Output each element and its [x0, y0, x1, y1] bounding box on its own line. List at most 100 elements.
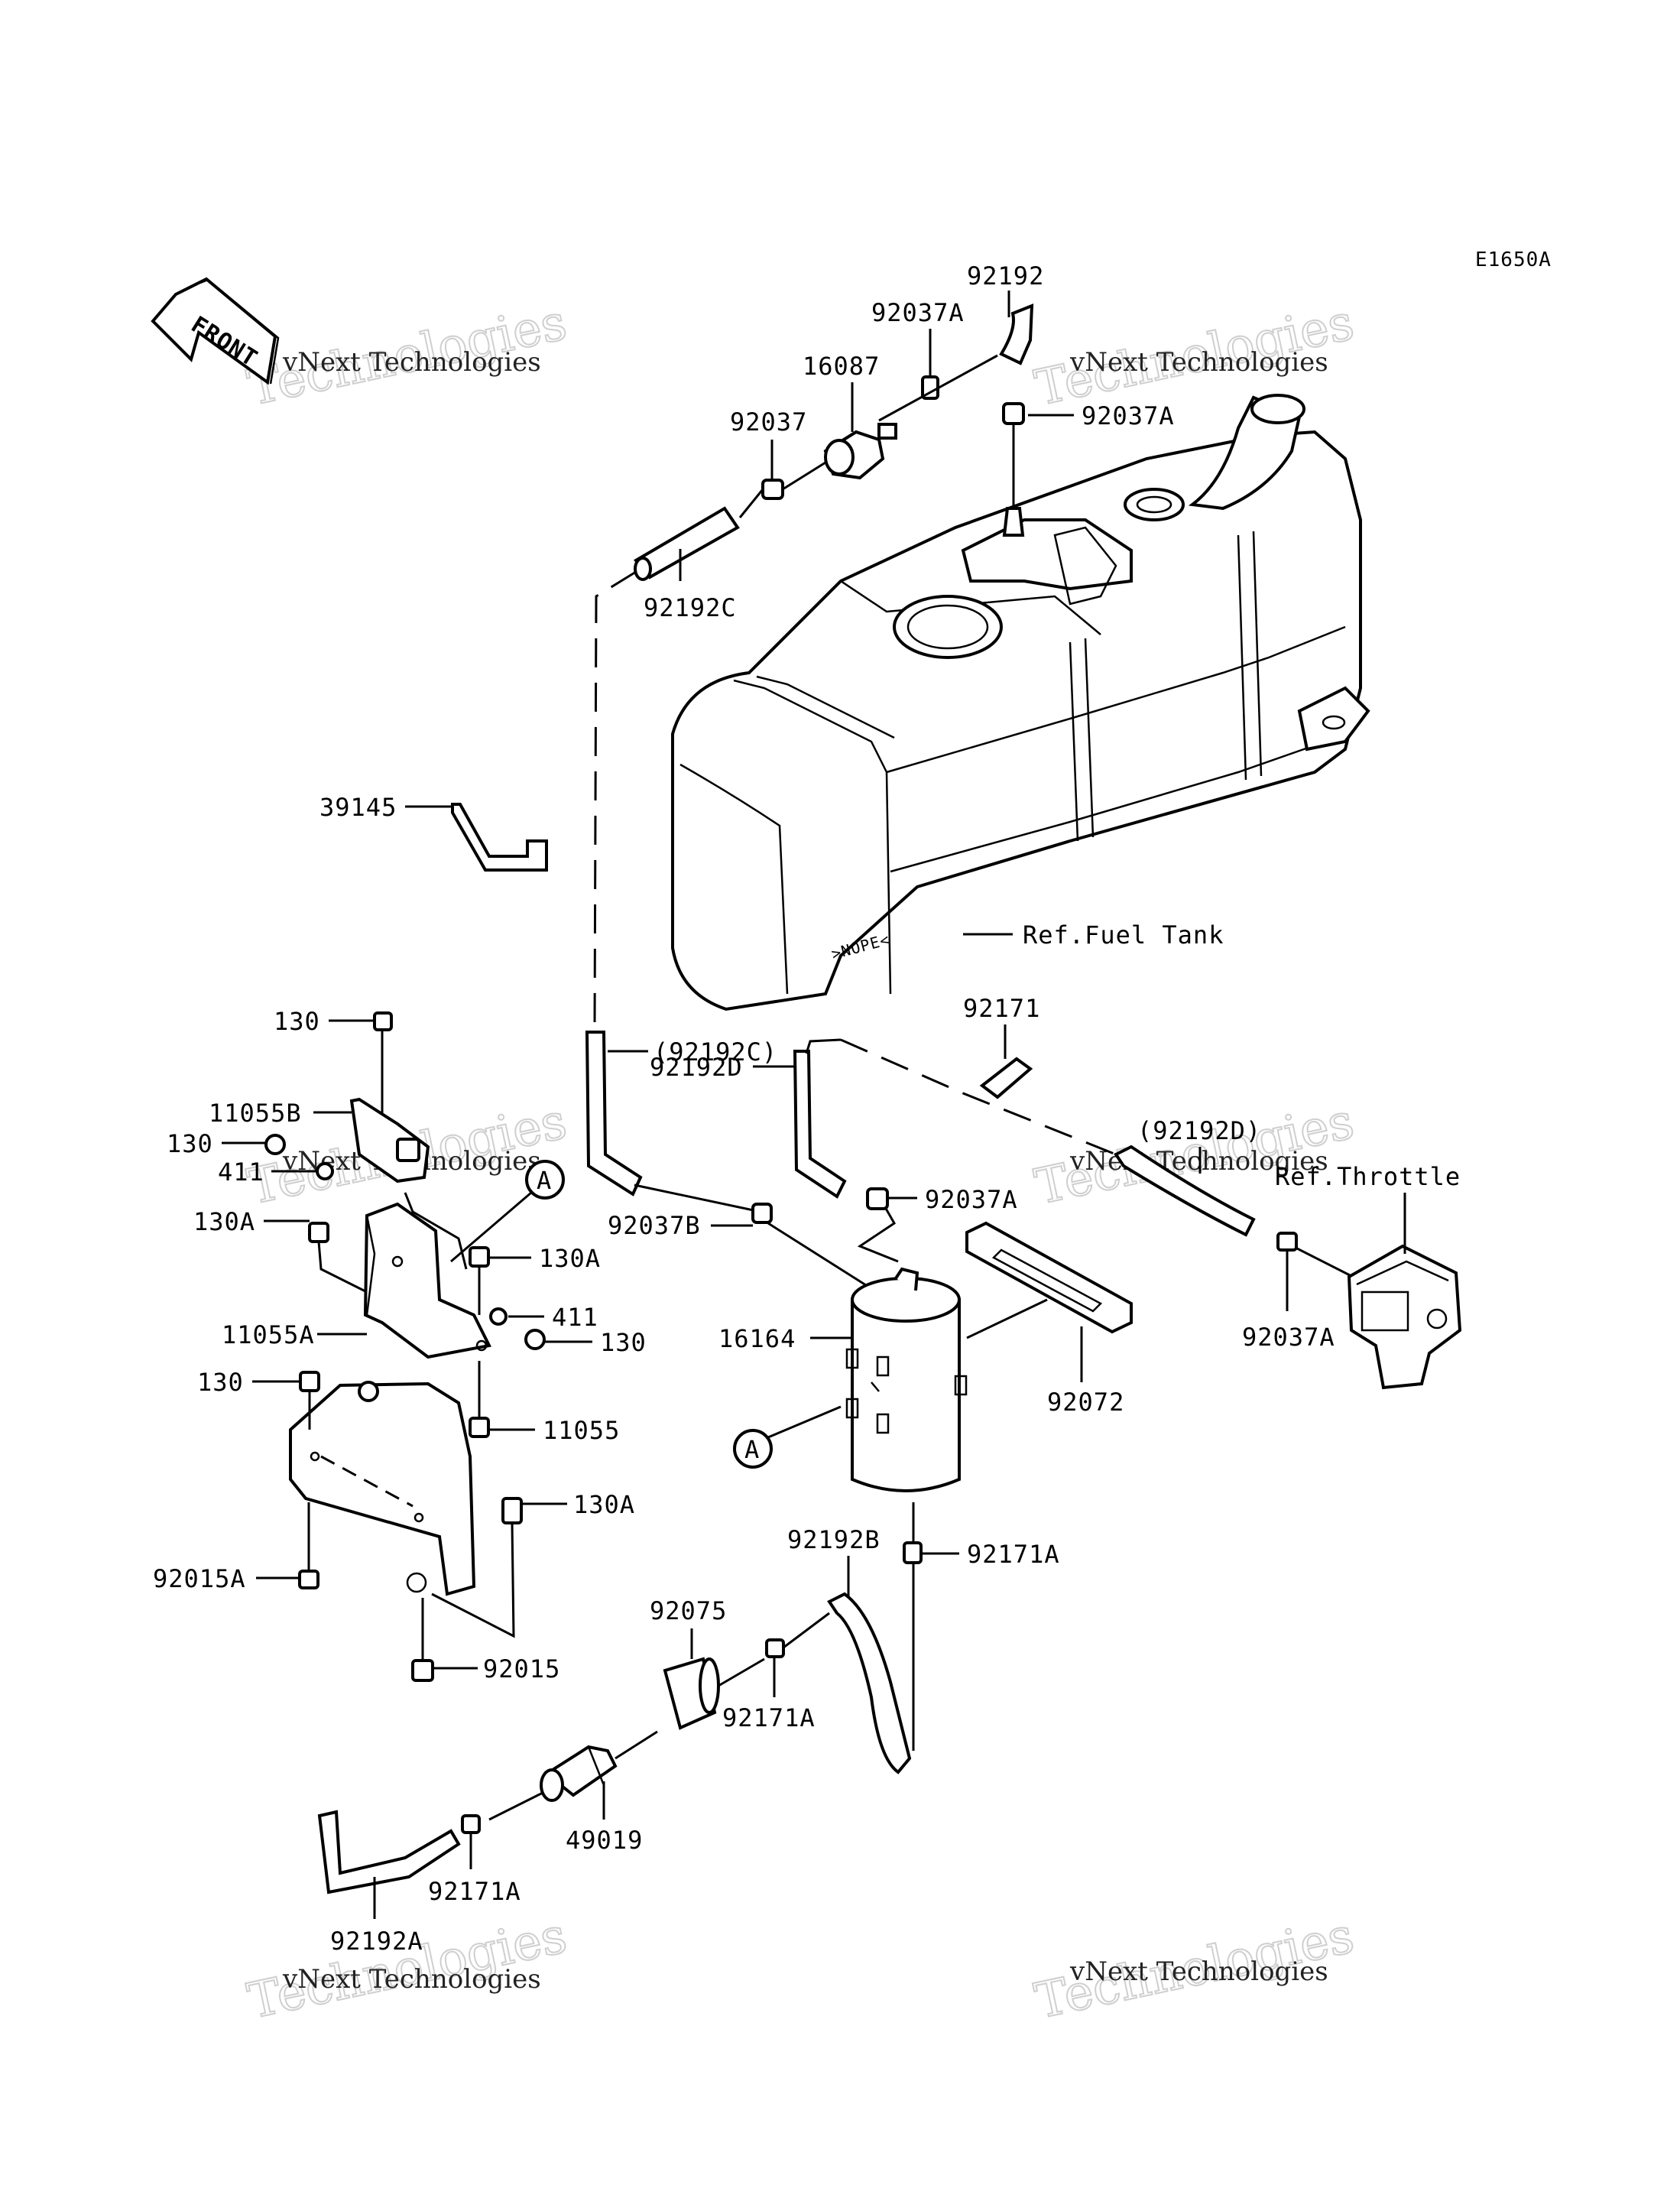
ref-fuel-tank-label: Ref.Fuel Tank	[1023, 920, 1224, 950]
line-to-canister	[767, 1222, 884, 1297]
line-to-92037B	[634, 1183, 761, 1213]
line-canister-bracket	[966, 1298, 1048, 1339]
label-16164: 16164	[718, 1324, 796, 1353]
bracket-92072	[965, 1221, 1133, 1334]
line-hose-top	[805, 1038, 842, 1054]
line-filter-clamp	[718, 1657, 765, 1687]
front-arrow-icon: FRONT	[151, 277, 280, 385]
line-130A-lower	[431, 1522, 515, 1638]
label-130-right: 130	[600, 1328, 647, 1357]
label-92037: 92037	[730, 407, 807, 437]
label-92037A-throttle: 92037A	[1242, 1323, 1335, 1352]
callout-a-lower-letter: A	[744, 1435, 760, 1464]
bolt-130A-lower	[501, 1497, 523, 1524]
label-411-right: 411	[552, 1303, 598, 1332]
clamp-92037	[761, 479, 784, 500]
hose-92192D	[793, 1050, 847, 1199]
clip-92171	[979, 1057, 1033, 1099]
label-92192D: 92192D	[650, 1053, 743, 1082]
hose-92192A	[317, 1810, 461, 1894]
clamp-92171A-mid	[765, 1638, 785, 1658]
ref-throttle-label: Ref.Throttle	[1275, 1162, 1461, 1191]
dash-vent-line	[593, 570, 637, 1025]
bolt-130A-right	[469, 1246, 490, 1268]
watermark-small-text: vNext Technologies	[1069, 347, 1328, 378]
label-411-left: 411	[218, 1157, 264, 1187]
label-92037A-right: 92037A	[1082, 401, 1175, 430]
label-130A-right: 130A	[539, 1244, 601, 1273]
watermark-small-text: vNext Technologies	[282, 1964, 541, 1995]
line-hose-clamp	[738, 489, 764, 518]
throttle-body	[1347, 1244, 1462, 1390]
bracket-11055A	[363, 1202, 491, 1359]
label-130-lower: 130	[197, 1368, 244, 1397]
bolt-130-right	[524, 1329, 546, 1350]
line-clamp-canister	[857, 1196, 899, 1263]
hose-92192B	[827, 1592, 912, 1774]
line-clamp-valve	[782, 461, 826, 491]
watermark-small-text: vNext Technologies	[1069, 1146, 1328, 1177]
clamp-92037A-mid	[866, 1187, 889, 1210]
hose-92192D-throttle	[1114, 1144, 1256, 1237]
dash-throttle-line	[840, 1038, 1193, 1194]
label-92171A-right: 92171A	[967, 1540, 1060, 1569]
tank-fitting	[1002, 507, 1025, 537]
bolt-130-top	[373, 1011, 393, 1031]
clamp-92171A-right	[903, 1541, 923, 1564]
label-130-left: 130	[167, 1129, 213, 1158]
nut-92015A	[298, 1570, 319, 1589]
label-92192D-paren: (92192D)	[1137, 1116, 1261, 1145]
nut-92015	[411, 1659, 434, 1682]
line-top-hose	[878, 354, 998, 422]
label-11055: 11055	[543, 1416, 620, 1445]
watermark-small-text: vNext Technologies	[282, 347, 541, 378]
filter-92075	[663, 1657, 720, 1730]
hose-92192	[999, 303, 1034, 365]
line-130A-left	[317, 1241, 368, 1294]
clamp-92037A-right	[1002, 402, 1025, 425]
fuel-filter-49019	[540, 1745, 618, 1802]
bolt-130-left	[264, 1134, 286, 1155]
label-92192C-paren: (92192C)	[654, 1037, 777, 1067]
fuel-tank: >NOPE<	[671, 394, 1370, 1011]
watermark-top-left: Technologies vNext Technologies	[242, 294, 572, 417]
label-92015A: 92015A	[153, 1564, 246, 1593]
label-92192: 92192	[967, 261, 1044, 291]
label-11055B: 11055B	[209, 1099, 302, 1128]
label-92192A: 92192A	[330, 1927, 423, 1956]
label-39145: 39145	[319, 793, 397, 822]
label-92015: 92015	[483, 1654, 560, 1683]
label-92037B: 92037B	[608, 1211, 701, 1240]
clamp-92037B	[751, 1203, 773, 1224]
label-92075: 92075	[650, 1596, 727, 1625]
label-92171A-bottom: 92171A	[428, 1877, 521, 1906]
line-clamp-throttle	[1295, 1246, 1354, 1278]
clamp-92037A-throttle	[1276, 1232, 1298, 1252]
line-filter-49019	[615, 1730, 658, 1760]
label-92171: 92171	[963, 994, 1040, 1023]
label-92037A-top: 92037A	[871, 298, 965, 327]
watermark-top-right: Technologies vNext Technologies	[1030, 294, 1360, 417]
line-clamp-hose	[783, 1612, 830, 1649]
diagram-code: E1650A	[1475, 248, 1552, 271]
line-bracket-link	[404, 1192, 468, 1270]
washer-411-right	[489, 1307, 508, 1326]
hose-92192C-lower	[585, 1031, 643, 1196]
label-92037A-mid: 92037A	[925, 1185, 1018, 1214]
label-49019: 49019	[566, 1826, 643, 1855]
strap-39145	[451, 803, 548, 872]
bolt-130-lower	[299, 1371, 320, 1392]
bracket-11055B	[349, 1097, 430, 1183]
bolt-130A-left	[308, 1222, 329, 1243]
label-130A-lower: 130A	[573, 1490, 635, 1519]
hose-92192C	[633, 506, 740, 581]
line-filter-clamp2	[488, 1791, 543, 1821]
watermark-bottom-right: Technologies vNext Technologies	[1030, 1907, 1360, 2031]
label-11055A: 11055A	[222, 1320, 315, 1349]
label-92072: 92072	[1047, 1388, 1124, 1417]
watermark-small-text: vNext Technologies	[1069, 1956, 1328, 1987]
clamp-92171A-bottom	[461, 1814, 481, 1834]
canister-16164	[845, 1267, 968, 1492]
label-130-top: 130	[274, 1007, 320, 1036]
